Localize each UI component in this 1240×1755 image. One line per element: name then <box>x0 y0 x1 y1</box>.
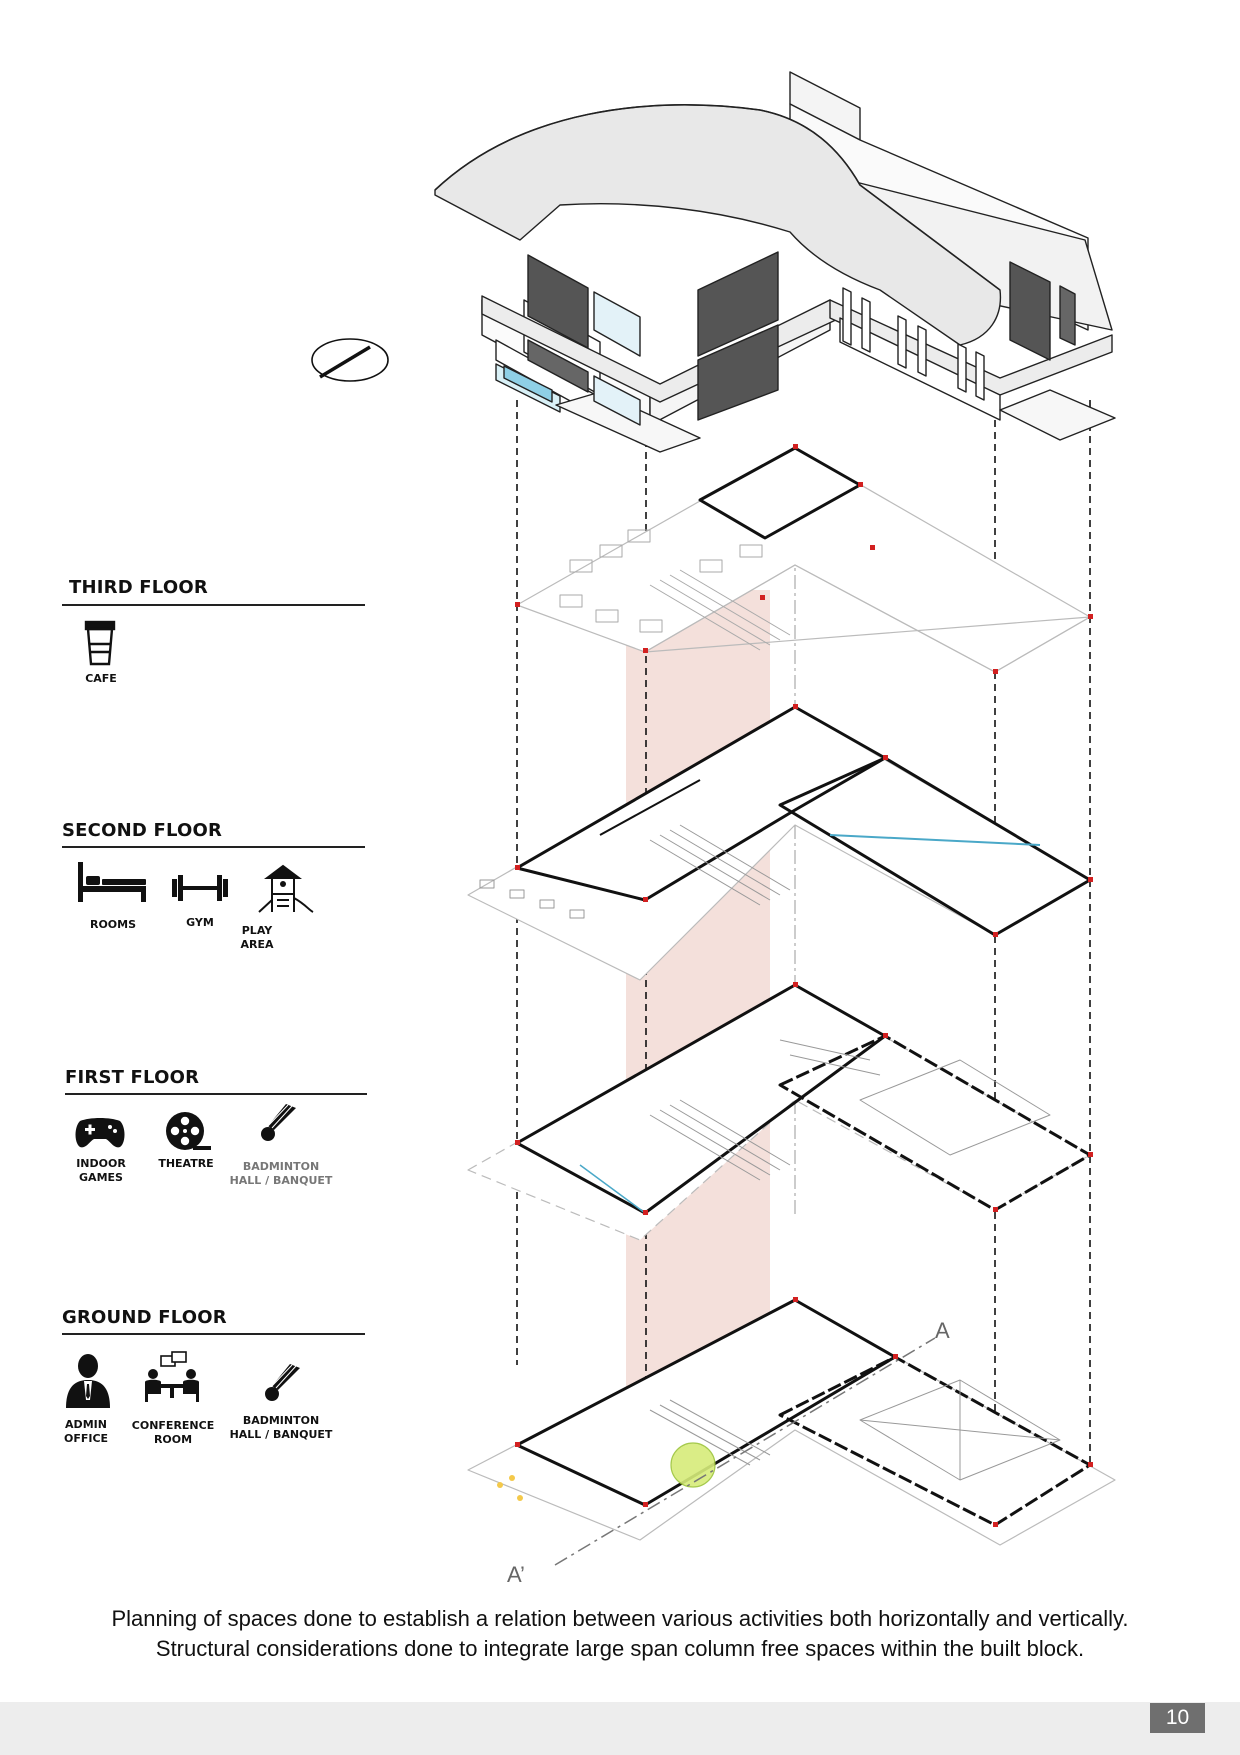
dumbbell-icon <box>172 875 228 901</box>
icon-label-theatre: THEATRE <box>158 1157 214 1170</box>
building-massing <box>434 71 1116 453</box>
film-reel-icon <box>166 1112 211 1150</box>
floor-heading-third: THIRD FLOOR <box>69 577 208 598</box>
floor-heading-second: SECOND FLOOR <box>62 820 223 841</box>
section-mark-a: A <box>935 1318 950 1343</box>
icon-label-badminton-ground: BADMINTON HALL / BANQUET <box>229 1414 333 1441</box>
shuttlecock-icon <box>261 1104 296 1141</box>
floor-heading-first: FIRST FLOOR <box>65 1067 200 1088</box>
caption-line-1: Planning of spaces done to establish a r… <box>111 1606 1129 1631</box>
section-line <box>554 1337 936 1566</box>
floor-heading-ground: GROUND FLOOR <box>62 1307 227 1328</box>
icon-label-badminton-first: BADMINTON HALL / BANQUET <box>229 1160 333 1187</box>
icon-label-rooms: ROOMS <box>89 918 137 931</box>
floor-divider <box>62 1333 365 1335</box>
floor-divider <box>62 604 365 606</box>
section-mark-a-prime: A’ <box>507 1562 525 1587</box>
icon-label-gym: GYM <box>186 916 214 929</box>
icon-label-play-area: PLAY AREA <box>240 924 274 951</box>
second-floor-plate <box>467 704 1093 981</box>
ground-floor-plate <box>467 1297 1116 1566</box>
north-arrow-icon <box>311 338 389 382</box>
coffee-cup-icon <box>84 620 116 666</box>
playground-icon <box>258 864 314 913</box>
circulation-core-band <box>626 590 770 1390</box>
third-floor-plate <box>515 444 1093 674</box>
icon-label-cafe: CAFE <box>85 672 117 685</box>
first-floor-plate <box>467 982 1093 1241</box>
page-number: 10 <box>1150 1703 1205 1733</box>
icon-label-indoor-games: INDOOR GAMES <box>76 1157 126 1184</box>
tree-icon <box>670 1442 716 1488</box>
caption-line-2: Structural considerations done to integr… <box>155 1636 1085 1661</box>
floor-divider <box>62 846 365 848</box>
admin-person-icon <box>66 1354 110 1408</box>
conference-table-icon <box>145 1351 199 1402</box>
footer-bar <box>0 1702 1240 1755</box>
shuttlecock-icon <box>265 1364 300 1401</box>
icon-label-conference-room: CONFERENCE ROOM <box>131 1419 215 1446</box>
bed-icon <box>78 862 146 902</box>
floor-divider <box>65 1093 367 1095</box>
icon-label-admin-office: ADMIN OFFICE <box>63 1418 109 1445</box>
gamepad-icon <box>75 1118 125 1148</box>
